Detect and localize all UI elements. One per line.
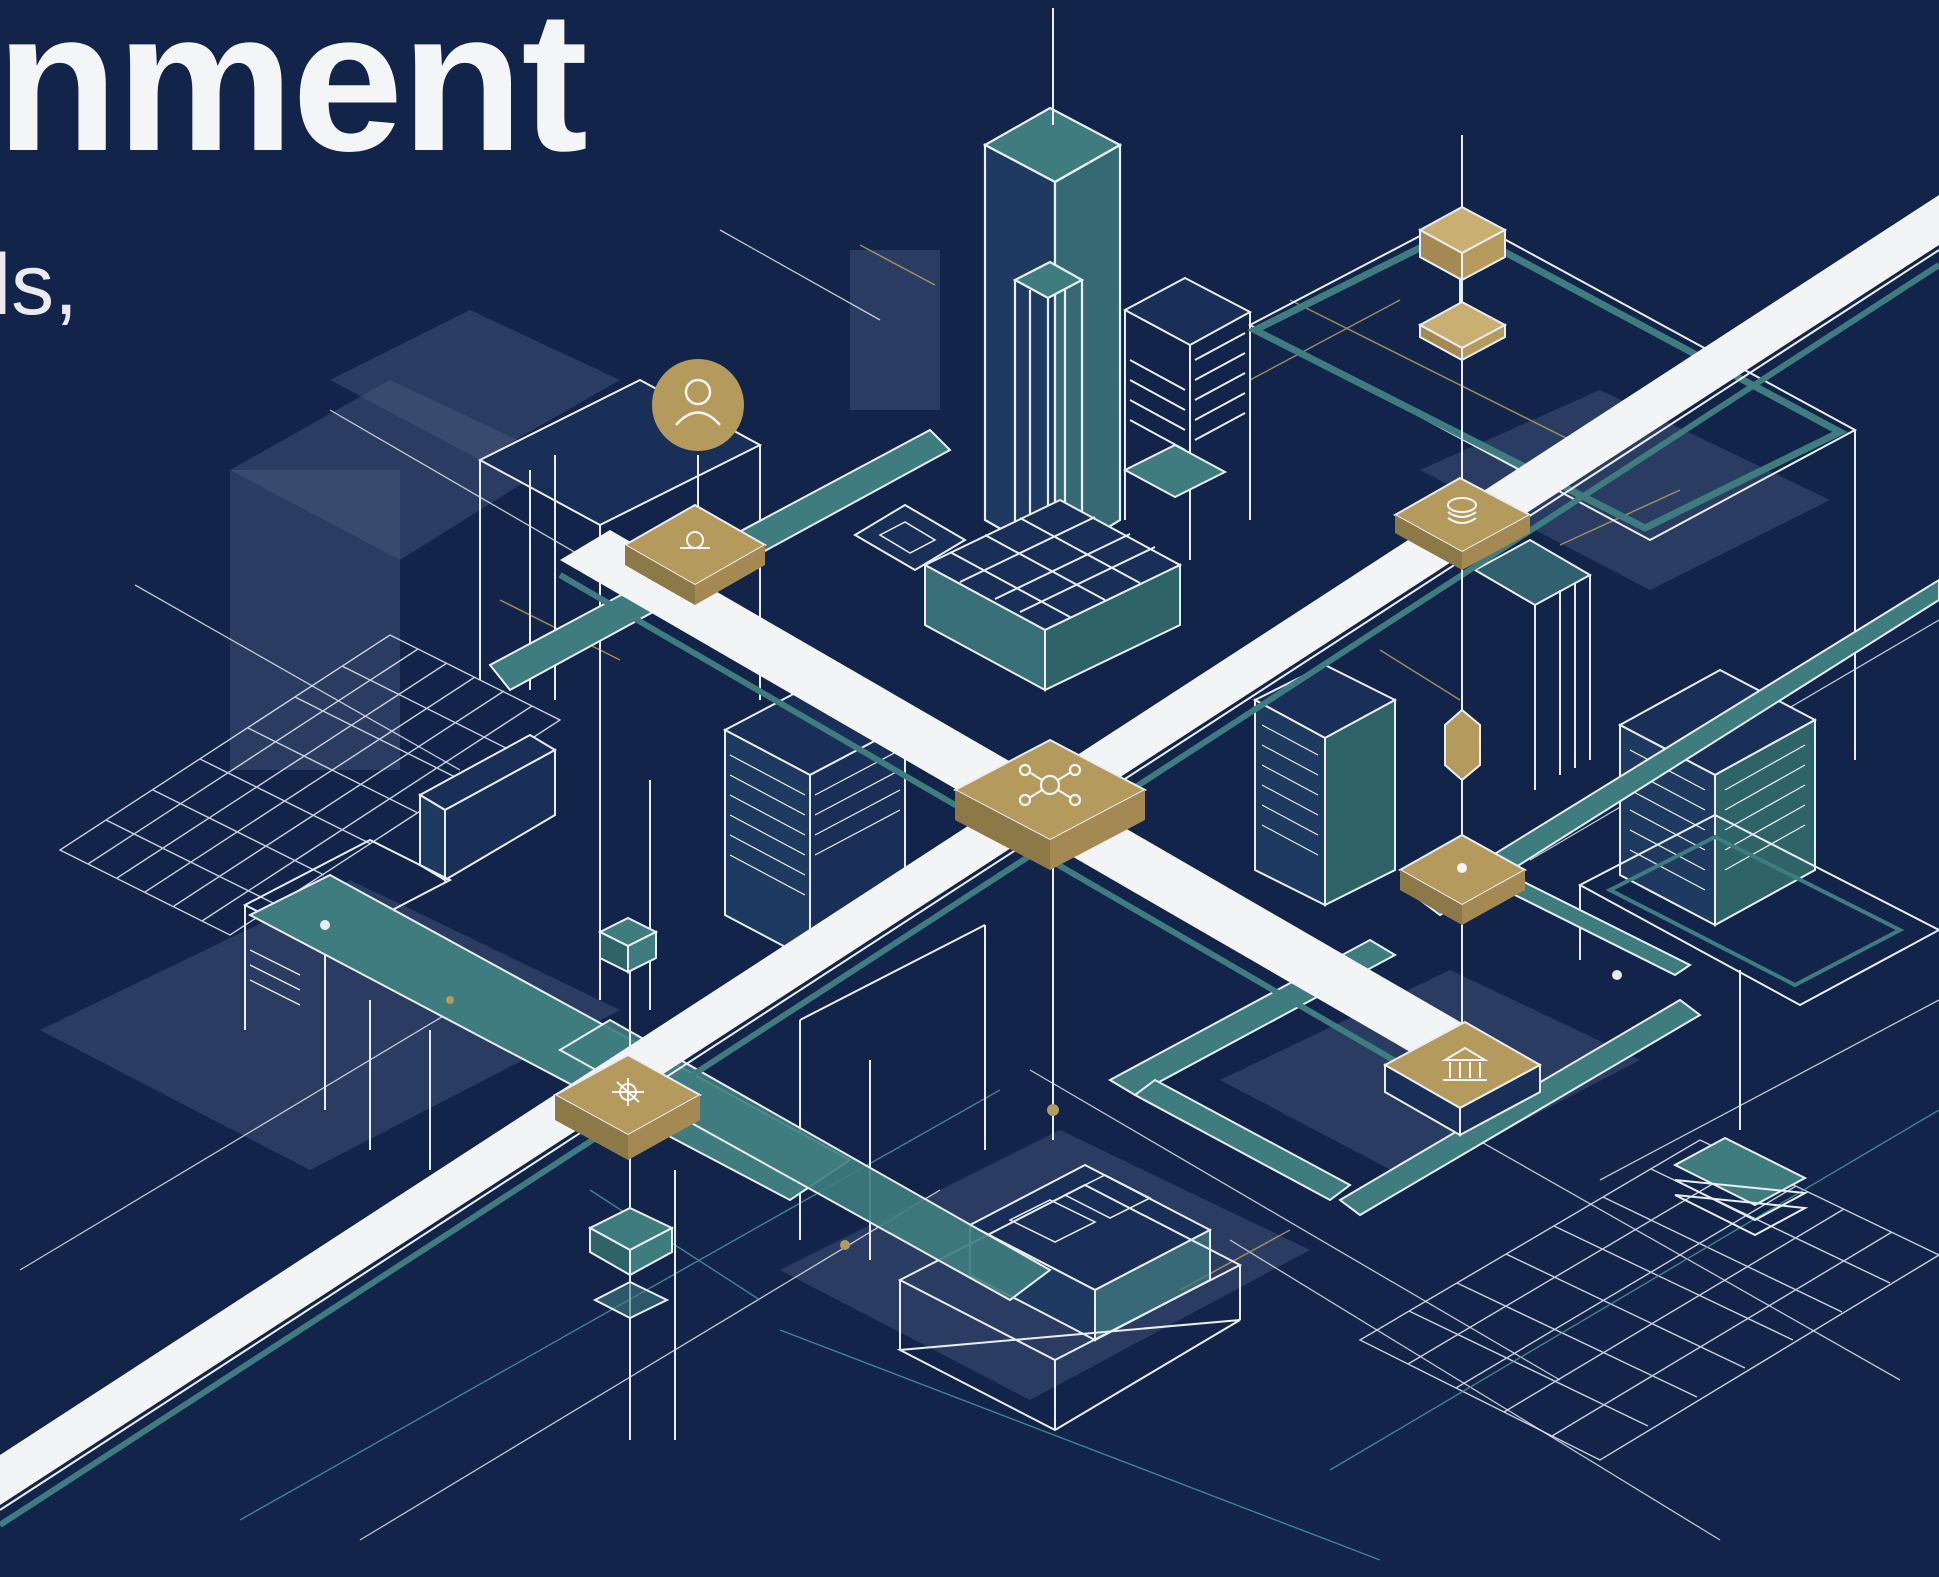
background-slabs (40, 250, 1830, 1400)
building-tower-podium (922, 498, 1183, 692)
bank-building-icon (1441, 1046, 1489, 1081)
hub-icon (1018, 763, 1082, 807)
user-icon (675, 378, 721, 426)
headline-text: nment (0, 0, 588, 193)
hub-node-right-mid (1397, 833, 1528, 925)
ground-grid-right (1358, 1139, 1939, 1461)
user-badge (652, 359, 744, 451)
node-dot-icon (1457, 863, 1467, 873)
hub-node-left-upper (622, 503, 768, 605)
building-slatted-mid (1122, 276, 1253, 560)
layers-icon (1447, 497, 1477, 524)
hub-node-right-upper (1392, 476, 1533, 570)
building-central-tower (982, 106, 1123, 562)
stacked-plates-right (1672, 1136, 1809, 1237)
small-cubes-left (587, 916, 675, 1320)
gear-node-icon (612, 1078, 644, 1106)
route-dots (320, 920, 1622, 1250)
hub-node-right-lower (1382, 1020, 1543, 1137)
building-left-cluster (242, 733, 651, 1170)
gold-cubes-upper (1417, 205, 1508, 782)
ground-grid-left (58, 634, 562, 936)
building-right-slatted (1472, 538, 1593, 790)
small-teal-block (853, 443, 1228, 572)
hub-node-center (952, 738, 1148, 870)
building-right-dark (1617, 668, 1818, 927)
building-mid-right (1252, 663, 1398, 907)
hub-node-left-lower (552, 1053, 703, 1160)
subheadline-text: ls, (0, 237, 78, 333)
network-node-icon (680, 531, 710, 549)
